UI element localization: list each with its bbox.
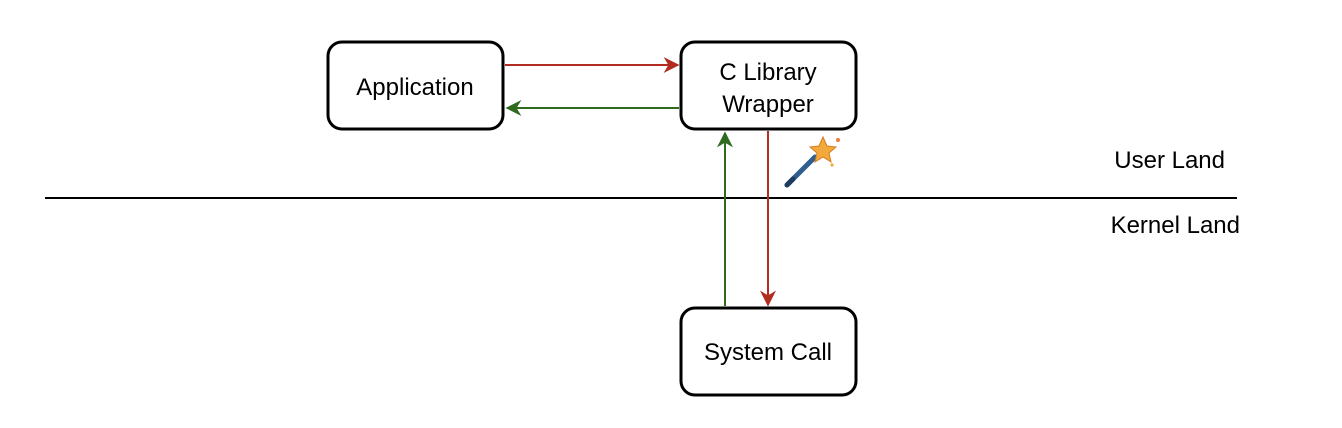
c-library-wrapper-node: C Library Wrapper	[679, 40, 858, 131]
magic-wand-icon	[784, 135, 840, 188]
user-land-label: User Land	[1114, 147, 1225, 174]
kernel-land-label: Kernel Land	[1111, 212, 1240, 239]
application-box	[326, 40, 505, 131]
application-label: Application	[356, 74, 473, 101]
c-library-wrapper-label-line2: Wrapper	[722, 91, 814, 118]
system-call-node: System Call	[679, 306, 858, 397]
application-node: Application	[326, 40, 505, 131]
system-call-label: System Call	[704, 339, 832, 366]
c-library-wrapper-label-line1: C Library	[719, 59, 816, 86]
system-call-box	[679, 306, 858, 397]
c-library-wrapper-box	[679, 40, 858, 131]
